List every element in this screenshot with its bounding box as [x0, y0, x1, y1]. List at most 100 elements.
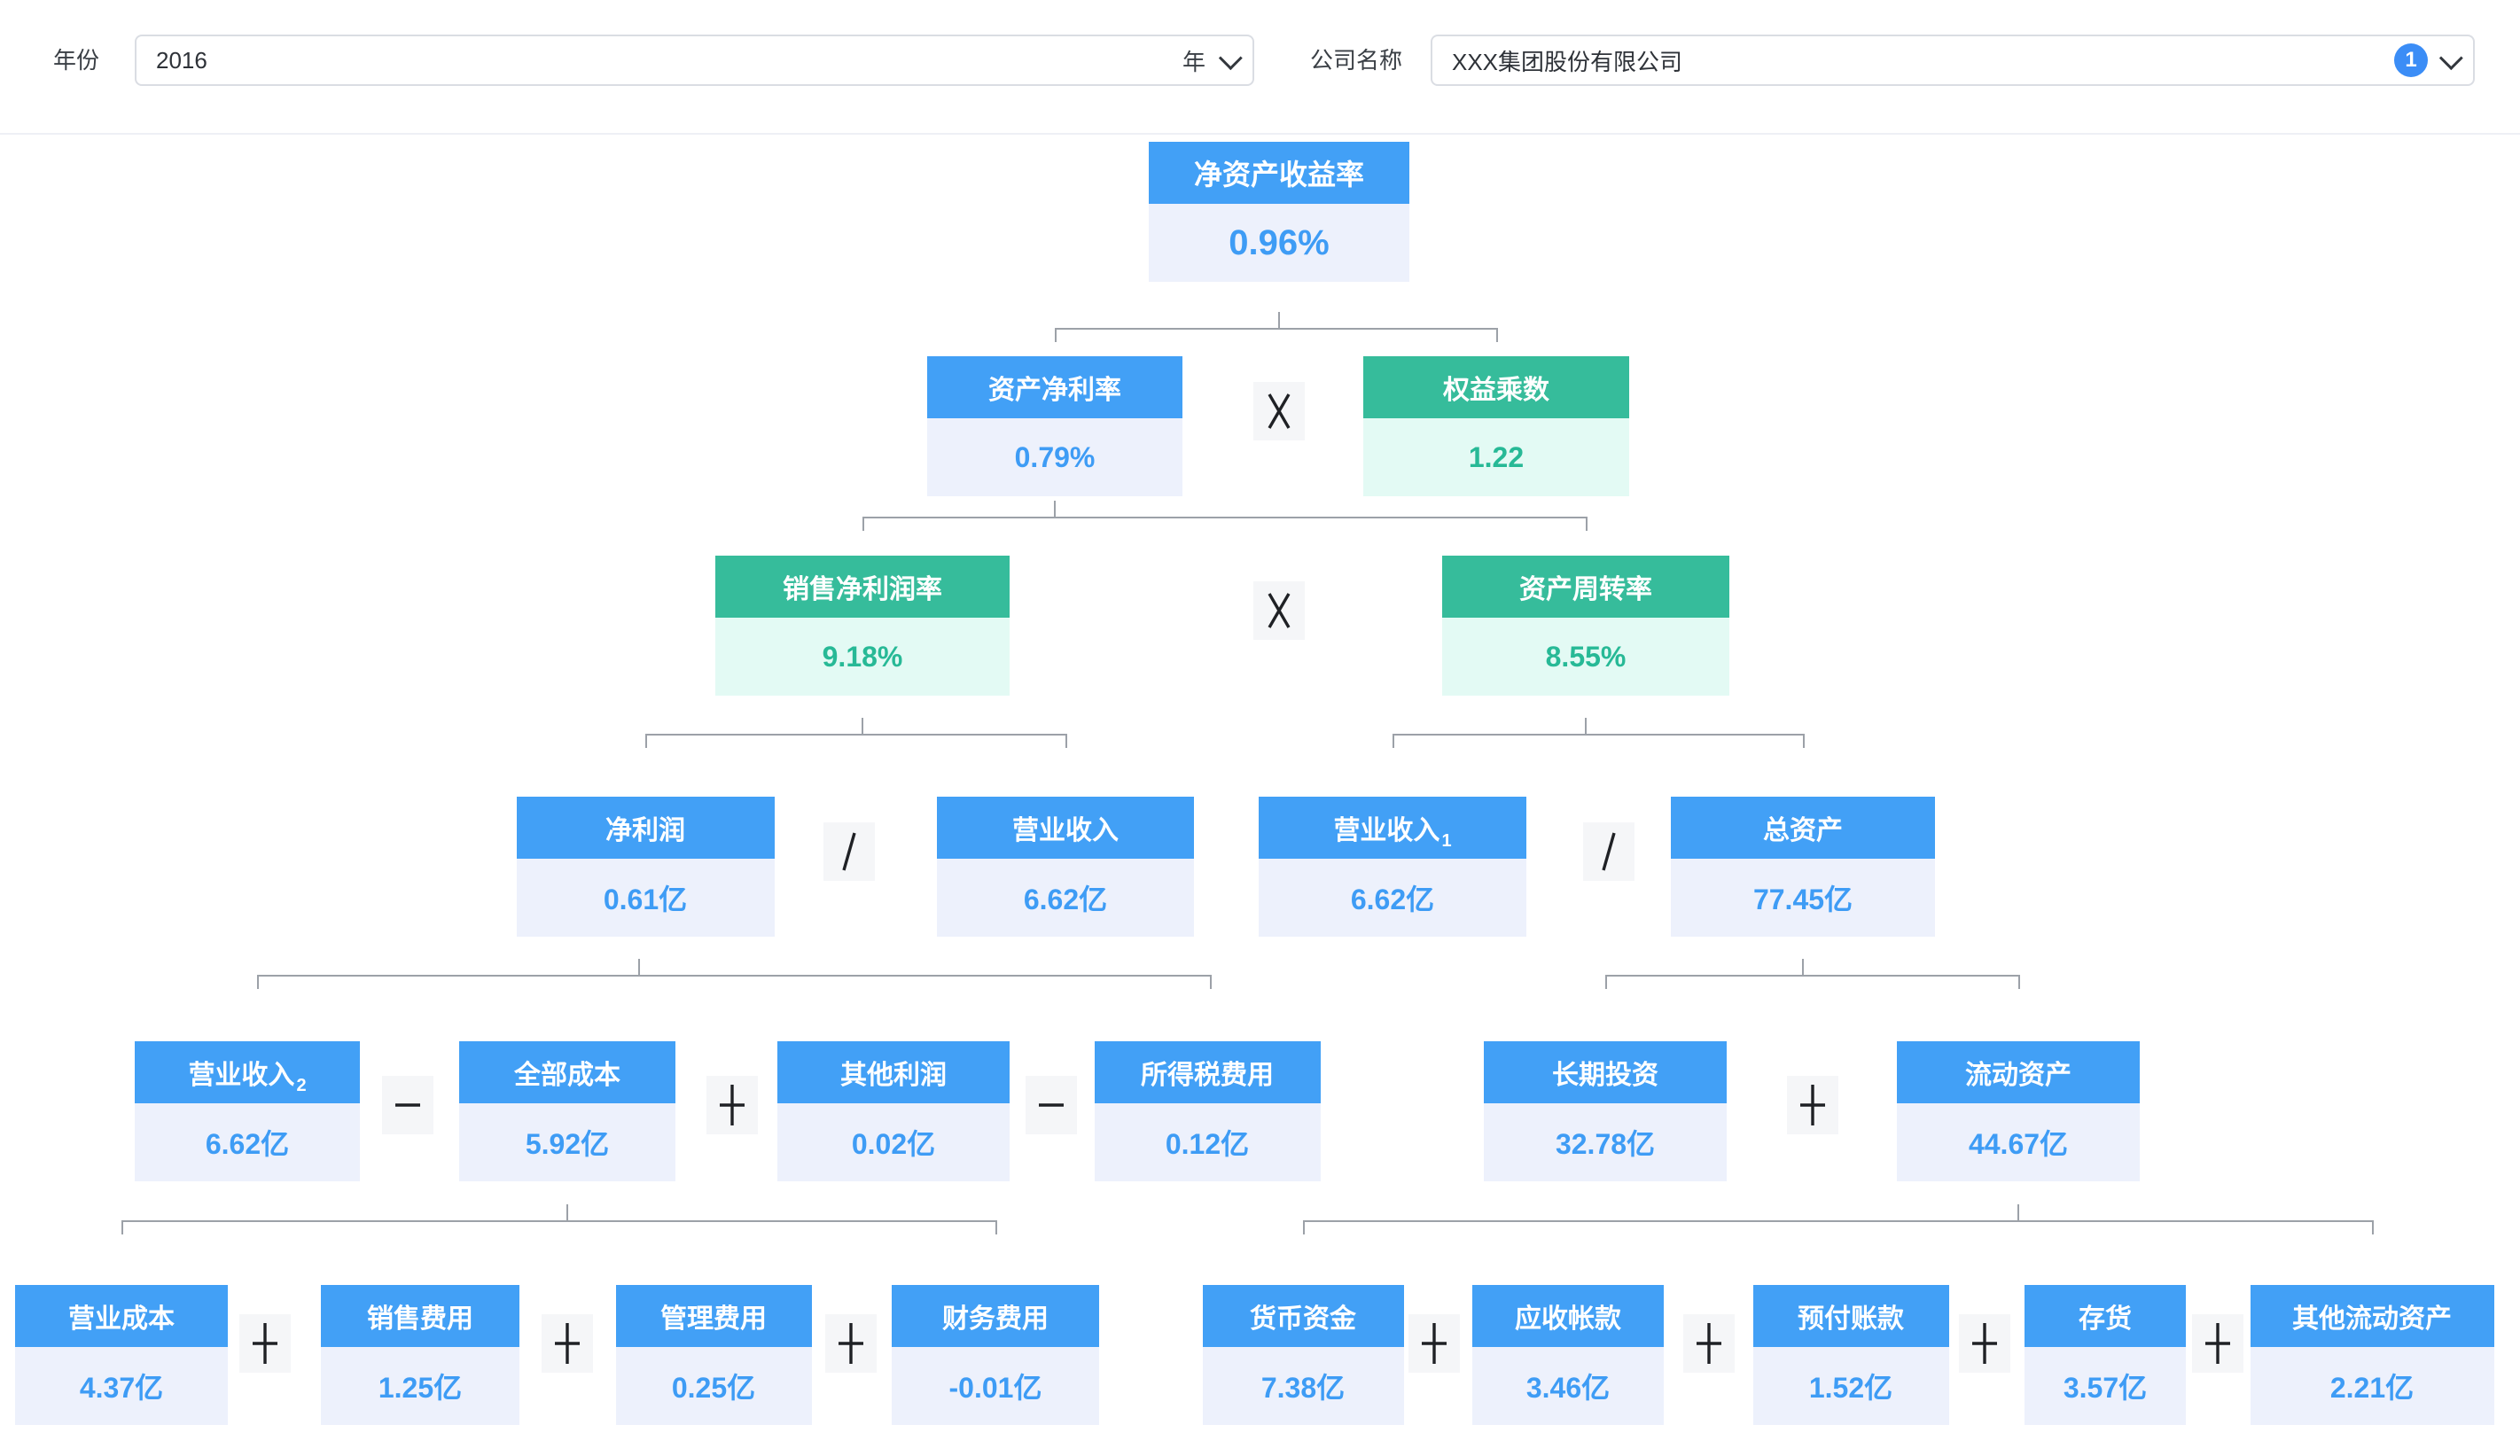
node-title: 其他流动资产 [2250, 1285, 2494, 1347]
node-label: 营业收入 [1333, 816, 1440, 845]
node-total-cost: 全部成本 5.92亿 [459, 1041, 675, 1181]
node-value-text: 44.67亿 [1968, 1128, 2069, 1160]
node-label: 营业收入 [1012, 816, 1119, 845]
node-label: 净利润 [605, 816, 685, 845]
node-label: 总资产 [1763, 816, 1843, 845]
year-value: 2016 [156, 46, 207, 74]
plus-operator-icon [706, 1076, 758, 1134]
divide-operator-icon [823, 822, 875, 881]
node-label: 存货 [2079, 1304, 2132, 1334]
node-title: 权益乘数 [1363, 356, 1629, 418]
tree-connector-tick [2372, 1220, 2374, 1234]
node-title: 财务费用 [892, 1285, 1099, 1347]
node-label: 全部成本 [514, 1061, 620, 1090]
node-value: 0.96% [1149, 204, 1409, 282]
tree-connector-tick [638, 959, 640, 975]
node-value-text: 9.18% [822, 640, 903, 673]
node-value-text: 3.46亿 [1525, 1372, 1611, 1404]
chevron-down-icon [1218, 45, 1243, 70]
tree-connector-tick [1585, 718, 1587, 734]
plus-operator-icon [2192, 1314, 2243, 1373]
tree-connector-tick [1303, 1220, 1305, 1234]
node-label: 净资产收益率 [1193, 159, 1364, 191]
company-label: 公司名称 [1310, 47, 1403, 74]
node-value-text: 0.12亿 [1165, 1128, 1250, 1160]
node-value: 3.57亿 [2025, 1347, 2186, 1425]
node-value: 0.25亿 [615, 1347, 812, 1425]
node-finance-expense: 财务费用 -0.01亿 [892, 1285, 1099, 1425]
tree-connector-tick [645, 734, 647, 748]
node-value: 77.45亿 [1671, 859, 1935, 937]
minus-operator-icon [382, 1076, 433, 1134]
node-title: 资产周转率 [1442, 556, 1729, 618]
tree-connector-tick [995, 1220, 997, 1234]
company-count-badge: 1 [2394, 43, 2428, 77]
tree-connector-tick [1586, 517, 1588, 531]
node-label: 其他流动资产 [2292, 1304, 2452, 1334]
tree-connector-tick [1054, 501, 1056, 517]
node-revenue: 营业收入 6.62亿 [937, 797, 1194, 937]
year-select[interactable]: 2016 年 [135, 35, 1254, 86]
node-title: 全部成本 [459, 1041, 675, 1103]
node-title: 其他利润 [777, 1041, 1010, 1103]
tree-connector-tick [1393, 734, 1394, 748]
node-title: 净资产收益率 [1149, 142, 1409, 204]
company-value: XXX集团股份有限公司 [1452, 48, 1683, 75]
node-value-text: 6.62亿 [1023, 884, 1108, 915]
plus-operator-icon [825, 1314, 877, 1373]
node-title: 货币资金 [1202, 1285, 1404, 1347]
plus-operator-icon [239, 1314, 291, 1373]
node-label: 销售费用 [367, 1304, 473, 1334]
node-value: 0.79% [927, 418, 1182, 496]
node-label-subscript: 2 [296, 1076, 307, 1095]
node-value-text: 6.62亿 [205, 1128, 290, 1160]
node-title: 营业收入 [937, 797, 1194, 859]
node-roe: 净资产收益率 0.96% [1149, 142, 1409, 282]
tree-connector-tick [862, 517, 864, 531]
node-label: 财务费用 [942, 1304, 1049, 1334]
node-equity-multiplier: 权益乘数 1.22 [1363, 356, 1629, 496]
tree-connector-tick [1065, 734, 1067, 748]
node-title: 管理费用 [615, 1285, 812, 1347]
multiply-operator-icon [1253, 382, 1305, 440]
tree-connector-tick [2017, 1204, 2019, 1220]
year-label: 年份 [53, 47, 100, 74]
plus-operator-icon [542, 1314, 593, 1373]
tree-connector-line [1055, 328, 1496, 330]
node-value-text: 1.52亿 [1808, 1372, 1893, 1404]
node-label: 权益乘数 [1443, 376, 1549, 405]
node-value: 9.18% [715, 618, 1010, 696]
node-label: 营业收入 [188, 1061, 295, 1090]
tree-connector-tick [1055, 328, 1057, 342]
tree-connector-line [862, 517, 1586, 518]
plus-operator-icon [1959, 1314, 2010, 1373]
tree-connector-line [1303, 1220, 2372, 1222]
node-value-text: -0.01亿 [948, 1372, 1042, 1404]
company-select[interactable]: XXX集团股份有限公司 1 [1431, 35, 2475, 86]
node-value-text: 2.21亿 [2329, 1372, 2415, 1404]
node-value: 3.46亿 [1472, 1347, 1664, 1425]
node-inventory: 存货 3.57亿 [2025, 1285, 2186, 1425]
node-value-text: 1.22 [1468, 440, 1525, 473]
node-value-text: 1.25亿 [378, 1372, 463, 1404]
node-value-text: 32.78亿 [1555, 1128, 1656, 1160]
node-value: 6.62亿 [1259, 859, 1526, 937]
node-title: 流动资产 [1897, 1041, 2140, 1103]
node-value: -0.01亿 [892, 1347, 1099, 1425]
node-title: 预付账款 [1752, 1285, 1949, 1347]
node-value-text: 7.38亿 [1260, 1372, 1346, 1404]
node-label: 货币资金 [1250, 1304, 1356, 1334]
plus-operator-icon [1408, 1314, 1460, 1373]
node-value: 5.92亿 [459, 1103, 675, 1181]
node-title: 营业成本 [15, 1285, 228, 1347]
